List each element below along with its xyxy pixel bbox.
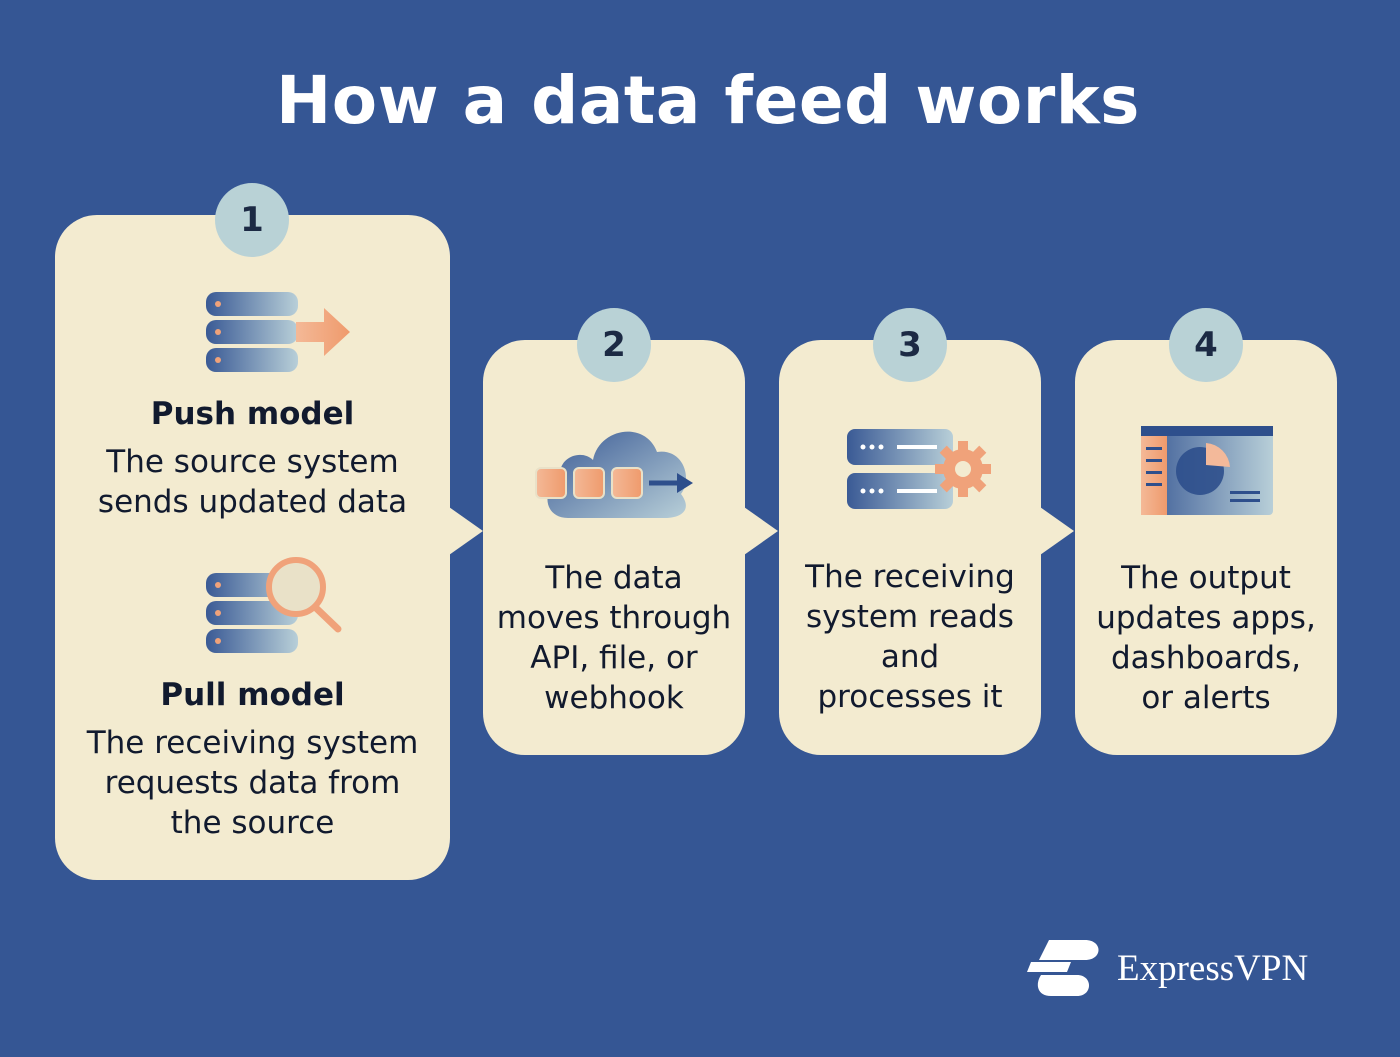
step-1-arrow (449, 507, 483, 555)
brand-name: ExpressVPN (1117, 948, 1309, 989)
step-2-arrow (744, 507, 778, 555)
step-2-line-4: webhook (544, 680, 684, 716)
step-4-line-3: dashboards, (1111, 640, 1301, 676)
database-push-icon (206, 292, 350, 372)
step-2-card (483, 340, 745, 755)
step-2-badge: 2 (577, 308, 651, 382)
pull-model-heading: Pull model (160, 677, 345, 713)
expressvpn-logo-icon (1027, 940, 1099, 996)
step-3-badge: 3 (873, 308, 947, 382)
step-4-line-4: or alerts (1141, 680, 1271, 716)
step-1-badge: 1 (215, 183, 289, 257)
diagram-title: How a data feed works (276, 62, 1140, 139)
step-3-line-2: system reads (806, 599, 1014, 635)
pull-model-text-3: the source (170, 805, 335, 841)
pull-model-text-1: The receiving system (86, 725, 419, 761)
server-gear-icon (847, 429, 991, 509)
step-2-line-2: moves through (496, 600, 732, 636)
step-3-card (779, 340, 1041, 755)
step-3-arrow (1040, 507, 1074, 555)
step-2-line-3: API, file, or (530, 640, 698, 676)
push-model-heading: Push model (150, 396, 355, 432)
step-3-line-3: and (880, 639, 940, 675)
push-model-text-2: sends updated data (97, 484, 408, 520)
step-4-line-2: updates apps, (1096, 600, 1316, 636)
step-4-card (1075, 340, 1337, 755)
step-3-line-4: processes it (817, 679, 1003, 715)
step-4-badge: 4 (1169, 308, 1243, 382)
push-model-text-1: The source system (106, 444, 399, 480)
step-3-line-1: The receiving (805, 559, 1015, 595)
step-2-line-1: The data (545, 560, 683, 596)
pull-model-text-2: requests data from (104, 765, 401, 801)
step-4-line-1: The output (1121, 560, 1291, 596)
database-search-icon (206, 557, 342, 653)
cloud-transfer-icon (535, 431, 693, 518)
dashboard-chart-icon (1141, 426, 1273, 515)
